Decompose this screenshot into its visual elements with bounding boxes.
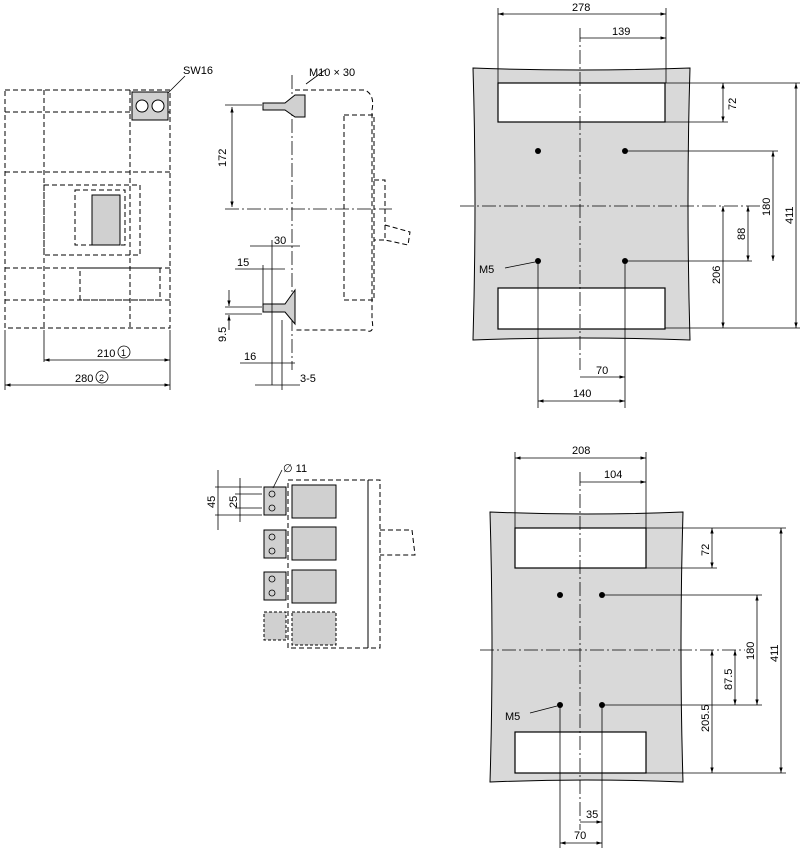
dim-72: 72 — [700, 544, 712, 556]
dim-16: 16 — [244, 351, 256, 363]
dim-104: 104 — [604, 469, 622, 481]
sw-label: SW16 — [183, 65, 213, 77]
dim-70: 70 — [574, 830, 586, 842]
dim-30: 30 — [274, 235, 286, 247]
dim-9-5: 9.5 — [217, 327, 229, 342]
pole-4 — [263, 611, 337, 646]
dim-87-5: 87.5 — [723, 669, 735, 690]
dim-206: 206 — [711, 266, 723, 284]
screw-label: M5 — [479, 264, 494, 276]
dim-205-5: 205.5 — [700, 704, 712, 732]
dim-208: 208 — [572, 445, 590, 457]
dim-72: 72 — [727, 98, 739, 110]
dim-411: 411 — [784, 206, 796, 224]
hole-label: ∅ 11 — [283, 463, 307, 475]
dim-172: 172 — [217, 149, 229, 167]
bolt-label: M10 × 30 — [309, 67, 355, 79]
cutout-top: 278 139 72 180 411 88 206 M5 70 140 — [460, 2, 800, 408]
cutout-bottom: 208 104 72 180 411 87.5 205.5 M5 35 70 — [480, 445, 786, 848]
note-1: 1 — [121, 348, 126, 358]
dim-210: 210 — [97, 348, 115, 360]
dim-280: 280 — [75, 373, 93, 385]
dim-25: 25 — [228, 496, 240, 508]
front-view: SW16 210 1 280 2 — [4, 65, 213, 390]
dim-180: 180 — [745, 642, 757, 660]
dim-3-5: 3-5 — [300, 373, 316, 385]
sw16-terminal — [131, 91, 169, 121]
pole-3 — [263, 569, 337, 604]
dim-70: 70 — [596, 365, 608, 377]
screw-label: M5 — [505, 711, 520, 723]
pole-2 — [263, 526, 337, 561]
note-2: 2 — [99, 373, 104, 383]
dim-15: 15 — [237, 257, 249, 269]
dim-139: 139 — [612, 26, 630, 38]
dim-411: 411 — [769, 644, 781, 662]
pole-1 — [263, 484, 337, 519]
dim-88: 88 — [736, 228, 748, 240]
dim-180: 180 — [761, 198, 773, 216]
dim-140: 140 — [573, 388, 591, 400]
dim-35: 35 — [586, 809, 598, 821]
dim-45: 45 — [206, 496, 218, 508]
dim-278: 278 — [572, 2, 590, 14]
terminal-view: ∅ 11 45 25 — [206, 463, 416, 649]
side-view: M10 × 30 172 30 15 9.5 16 3-5 — [217, 67, 411, 390]
